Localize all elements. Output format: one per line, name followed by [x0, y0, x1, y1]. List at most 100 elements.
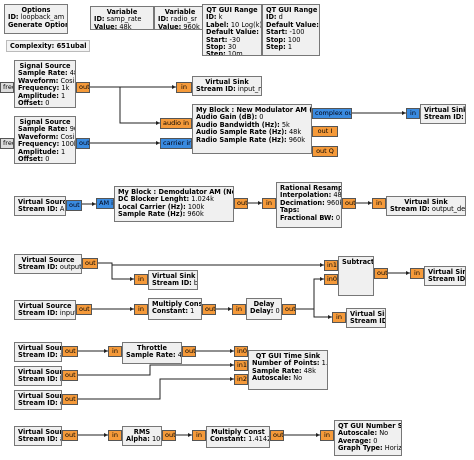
port-in[interactable]: in	[108, 346, 122, 357]
port-in[interactable]: in	[232, 304, 246, 315]
port-out[interactable]: out	[374, 268, 388, 279]
port-carrier-in[interactable]: carrier in	[160, 138, 192, 149]
port-out[interactable]: out	[76, 82, 90, 93]
param-value: 960k	[69, 125, 75, 134]
block-param: Value: 960k	[158, 23, 202, 29]
port-in[interactable]: in	[108, 430, 122, 441]
port-in[interactable]: in	[262, 198, 276, 209]
port-out[interactable]: out	[234, 198, 248, 209]
param-value: 0	[333, 213, 341, 222]
param-value: 10 Log(k)	[228, 20, 262, 29]
block-title: Throttle	[136, 344, 167, 352]
port-in[interactable]: in	[192, 430, 206, 441]
param-value: -30	[227, 35, 241, 44]
port-out[interactable]: out	[62, 430, 78, 441]
block-resamp[interactable]: Rational ResamplerInterpolation: 48kDeci…	[276, 182, 342, 228]
param-key: Sample Rate:	[18, 125, 68, 134]
port-am-in[interactable]: AM in	[96, 198, 114, 209]
port-freq[interactable]: freq	[0, 138, 14, 149]
port-in[interactable]: in	[176, 82, 192, 93]
port-out[interactable]: out	[62, 394, 78, 405]
param-key: Audio Bandwidth (Hz):	[196, 120, 280, 129]
block-title: QT GUI Range	[206, 6, 258, 14]
port-out-i[interactable]: out I	[312, 126, 338, 137]
port-in[interactable]: in	[320, 430, 334, 441]
wire-c-time	[78, 378, 234, 400]
block-demod[interactable]: My Block : Demodulator AM (No LPF)DC Blo…	[114, 186, 234, 222]
port-in0[interactable]: in0	[324, 274, 338, 285]
port-out[interactable]: out	[202, 304, 216, 315]
port-out[interactable]: out	[66, 200, 82, 211]
port-out[interactable]: out	[182, 346, 196, 357]
wire-delay-sub	[313, 278, 324, 309]
param-key: Stream ID:	[152, 279, 192, 288]
port-in[interactable]: in	[410, 268, 424, 279]
block-modam[interactable]: My Block : New Modulator AM (DSB-FC)Audi…	[192, 104, 312, 154]
port-in[interactable]: in	[134, 274, 148, 285]
port-in[interactable]: in	[372, 198, 386, 209]
param-value: 1.41421	[248, 435, 269, 444]
port-out[interactable]: out	[82, 258, 98, 269]
port-out[interactable]: out	[76, 304, 92, 315]
port-freq[interactable]: freq	[0, 82, 14, 93]
param-value: 1	[285, 43, 293, 52]
port-out[interactable]: out	[270, 430, 284, 441]
param-key: Amplitude:	[18, 147, 59, 156]
param-key: ID:	[266, 13, 277, 22]
port-in1[interactable]: in1	[234, 360, 248, 371]
block-param: Autoscale: No	[338, 430, 398, 437]
block-subtract[interactable]: Subtract	[338, 256, 374, 296]
port-audio-in[interactable]: audio in	[160, 118, 192, 129]
param-value: 0	[43, 155, 50, 164]
wire-outdemod-sub	[111, 263, 324, 266]
port-out[interactable]: out	[342, 198, 356, 209]
port-in2[interactable]: in2	[234, 374, 248, 385]
block-title: Subtract	[342, 258, 374, 266]
param-value: loopback_am	[18, 13, 65, 22]
port-out-q[interactable]: out Q	[312, 146, 338, 157]
port-in[interactable]: in	[406, 108, 420, 119]
port-out[interactable]: out	[62, 370, 78, 381]
port-out[interactable]: out	[162, 430, 176, 441]
port-in[interactable]: in	[332, 312, 346, 323]
port-out[interactable]: out	[62, 346, 78, 357]
block-title: Virtual Source	[18, 428, 61, 436]
port-in[interactable]: in	[134, 304, 148, 315]
port-out[interactable]: out	[282, 304, 296, 315]
param-key: Frequency:	[18, 140, 60, 149]
port-in1[interactable]: in1	[324, 260, 338, 271]
block-param: Stream ID: a	[18, 352, 61, 359]
port-complex-out[interactable]: complex out	[312, 108, 352, 119]
port-in0[interactable]: in0	[234, 346, 248, 357]
block-numsink[interactable]: QT GUI Number SinkAutoscale: NoAverage: …	[334, 420, 402, 456]
block-param: Average: 0	[338, 437, 398, 445]
port-out[interactable]: out	[76, 138, 90, 149]
param-value: 0	[319, 21, 320, 29]
